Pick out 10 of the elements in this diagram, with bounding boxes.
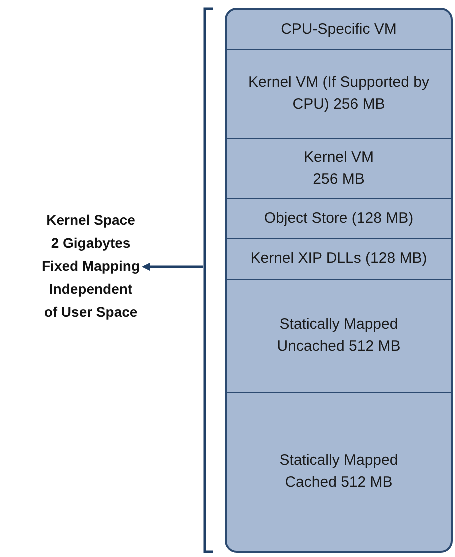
memory-map-stack [225, 8, 453, 553]
memory-section: Statically Mapped Uncached 512 MB [227, 279, 451, 392]
memory-section: Object Store (128 MB) [227, 198, 451, 238]
region-label: Kernel Space 2 Gigabytes Fixed Mapping Independent of User Space [42, 209, 140, 324]
memory-section: Kernel XIP DLLs (128 MB) [227, 238, 451, 279]
memory-section: Statically Mapped Cached 512 MB [227, 392, 451, 551]
arrow [142, 263, 203, 271]
memory-section: Kernel VM (If Supported by CPU) 256 MB [227, 49, 451, 138]
memory-section: CPU-Specific VM [227, 10, 451, 49]
memory-section: Kernel VM 256 MB [227, 138, 451, 198]
